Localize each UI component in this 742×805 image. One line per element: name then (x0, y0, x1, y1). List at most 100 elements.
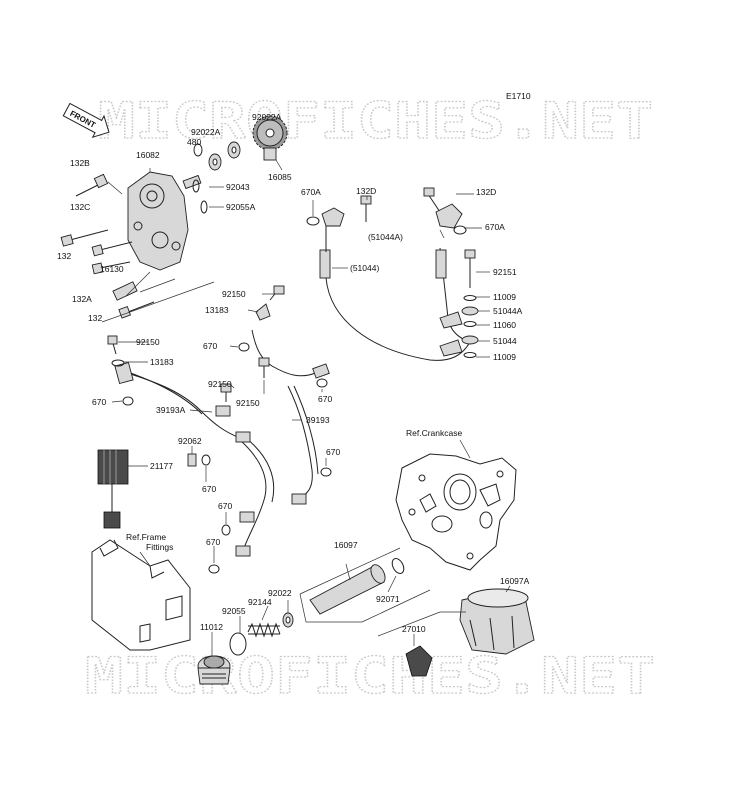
label-92144: 92144 (248, 597, 272, 607)
washer-480 (193, 143, 203, 157)
hose-fitting-right (435, 203, 463, 229)
label-51044A-paren: (51044A) (368, 232, 403, 242)
oring-670-upper (238, 342, 250, 352)
label-480: 480 (187, 137, 201, 147)
label-11012: 11012 (200, 622, 223, 632)
oring-670a-left (306, 216, 320, 226)
label-16097: 16097 (334, 540, 358, 550)
oil-pipe-upper (251, 329, 319, 377)
relief-valve-plug-11012 (197, 655, 231, 685)
oil-hose-group (306, 187, 490, 361)
label-92055: 92055 (222, 606, 246, 616)
oil-pump-group (60, 115, 288, 323)
crankcase-body (395, 453, 517, 571)
ref-crankcase-label: Ref.Crankcase (406, 428, 462, 438)
label-13183-a: 13183 (205, 305, 229, 315)
label-27010: 27010 (402, 624, 426, 634)
label-670-c: 670 (92, 397, 106, 407)
part-labels: 92022A 92022A 480 132B 16082 92043 16085… (57, 112, 530, 634)
oring-92071 (391, 558, 405, 574)
hose-sleeve-right (435, 249, 447, 279)
label-670A-a: 670A (301, 187, 321, 197)
oring-670-left (122, 396, 134, 406)
label-16082: 16082 (136, 150, 160, 160)
plug-92062 (187, 453, 197, 467)
label-92150-b: 92150 (136, 337, 160, 347)
filter-group (197, 585, 535, 685)
label-132B: 132B (70, 158, 90, 168)
label-92022A-b: 92022A (191, 127, 221, 137)
pipe-bracket-13183 (255, 303, 271, 321)
oil-pressure-switch-21177 (97, 449, 129, 485)
banjo-51044a (461, 306, 479, 316)
bolt-16130 (99, 261, 131, 269)
crankcase-group (299, 439, 517, 623)
oil-pipe-group (107, 285, 332, 574)
oil-pipe-39193 (287, 385, 313, 501)
label-92043: 92043 (226, 182, 250, 192)
bolt-132a-upper (99, 241, 133, 251)
label-92150-a: 92150 (222, 289, 246, 299)
ref-frame-fittings-label: Fittings (146, 542, 173, 552)
oring-670-right (316, 378, 328, 388)
washer-11009-lower (463, 352, 477, 358)
label-92022A-a: 92022A (252, 112, 282, 122)
label-670-a: 670 (203, 341, 217, 351)
bolt-132-bottom (127, 301, 155, 313)
label-132D-b: 132D (476, 187, 496, 197)
label-670A-b: 670A (485, 222, 505, 232)
label-13183-b: 13183 (150, 357, 174, 367)
bolt-132c (69, 229, 109, 241)
label-92071: 92071 (376, 594, 400, 604)
label-132-a: 132 (57, 251, 71, 261)
label-132D-a: 132D (356, 186, 376, 196)
label-92022: 92022 (268, 588, 292, 598)
ref-frame-label: Ref.Frame (126, 532, 166, 542)
bolt-132b (75, 173, 109, 197)
label-92150-c: 92150 (208, 379, 232, 389)
dowel-pin (112, 281, 138, 301)
label-670-g: 670 (206, 537, 220, 547)
label-39193A: 39193A (156, 405, 186, 415)
label-11009-a: 11009 (493, 292, 516, 302)
oring-92055 (229, 632, 247, 656)
hose-fitting-left (321, 207, 345, 227)
oring-670-b (221, 524, 231, 536)
oil-pump-gear-16085 (252, 115, 288, 161)
label-92062: 92062 (178, 436, 202, 446)
label-16085: 16085 (268, 172, 292, 182)
label-21177: 21177 (150, 461, 173, 471)
oring-670-c (208, 564, 220, 574)
pipe-joint-92150 (215, 405, 231, 417)
label-670-f: 670 (218, 501, 232, 511)
label-670-b: 670 (318, 394, 332, 404)
label-92150-d: 92150 (236, 398, 260, 408)
oring-670a-right (453, 225, 467, 235)
washer-11009-upper (463, 295, 477, 301)
oil-pump-body (127, 171, 189, 271)
label-11060: 11060 (493, 320, 516, 330)
label-16097A: 16097A (500, 576, 530, 586)
label-51044: 51044 (493, 336, 517, 346)
oil-pipe-lower (239, 439, 267, 549)
frame-fittings-outline (91, 539, 191, 651)
diagram-code: E1710 (506, 91, 531, 101)
label-670-d: 670 (326, 447, 340, 457)
oil-pressure-switch-27010 (405, 645, 433, 677)
watermark-top: MICROFICHES.NET (98, 92, 653, 150)
label-92151: 92151 (493, 267, 517, 277)
oil-hose-51044 (325, 277, 471, 361)
watermark-bottom: MICROFICHES.NET (85, 647, 655, 705)
label-16130: 16130 (100, 264, 124, 274)
hose-sleeve-left (319, 249, 331, 279)
bolt-132d-right (427, 193, 441, 213)
label-92055A: 92055A (226, 202, 256, 212)
washer-11060 (463, 321, 477, 327)
label-11009-b: 11009 (493, 352, 516, 362)
label-132C: 132C (70, 202, 90, 212)
spring-92144 (247, 622, 281, 638)
label-51044-paren: (51044) (350, 263, 379, 273)
label-39193: 39193 (306, 415, 330, 425)
oring-670-a (201, 454, 211, 466)
